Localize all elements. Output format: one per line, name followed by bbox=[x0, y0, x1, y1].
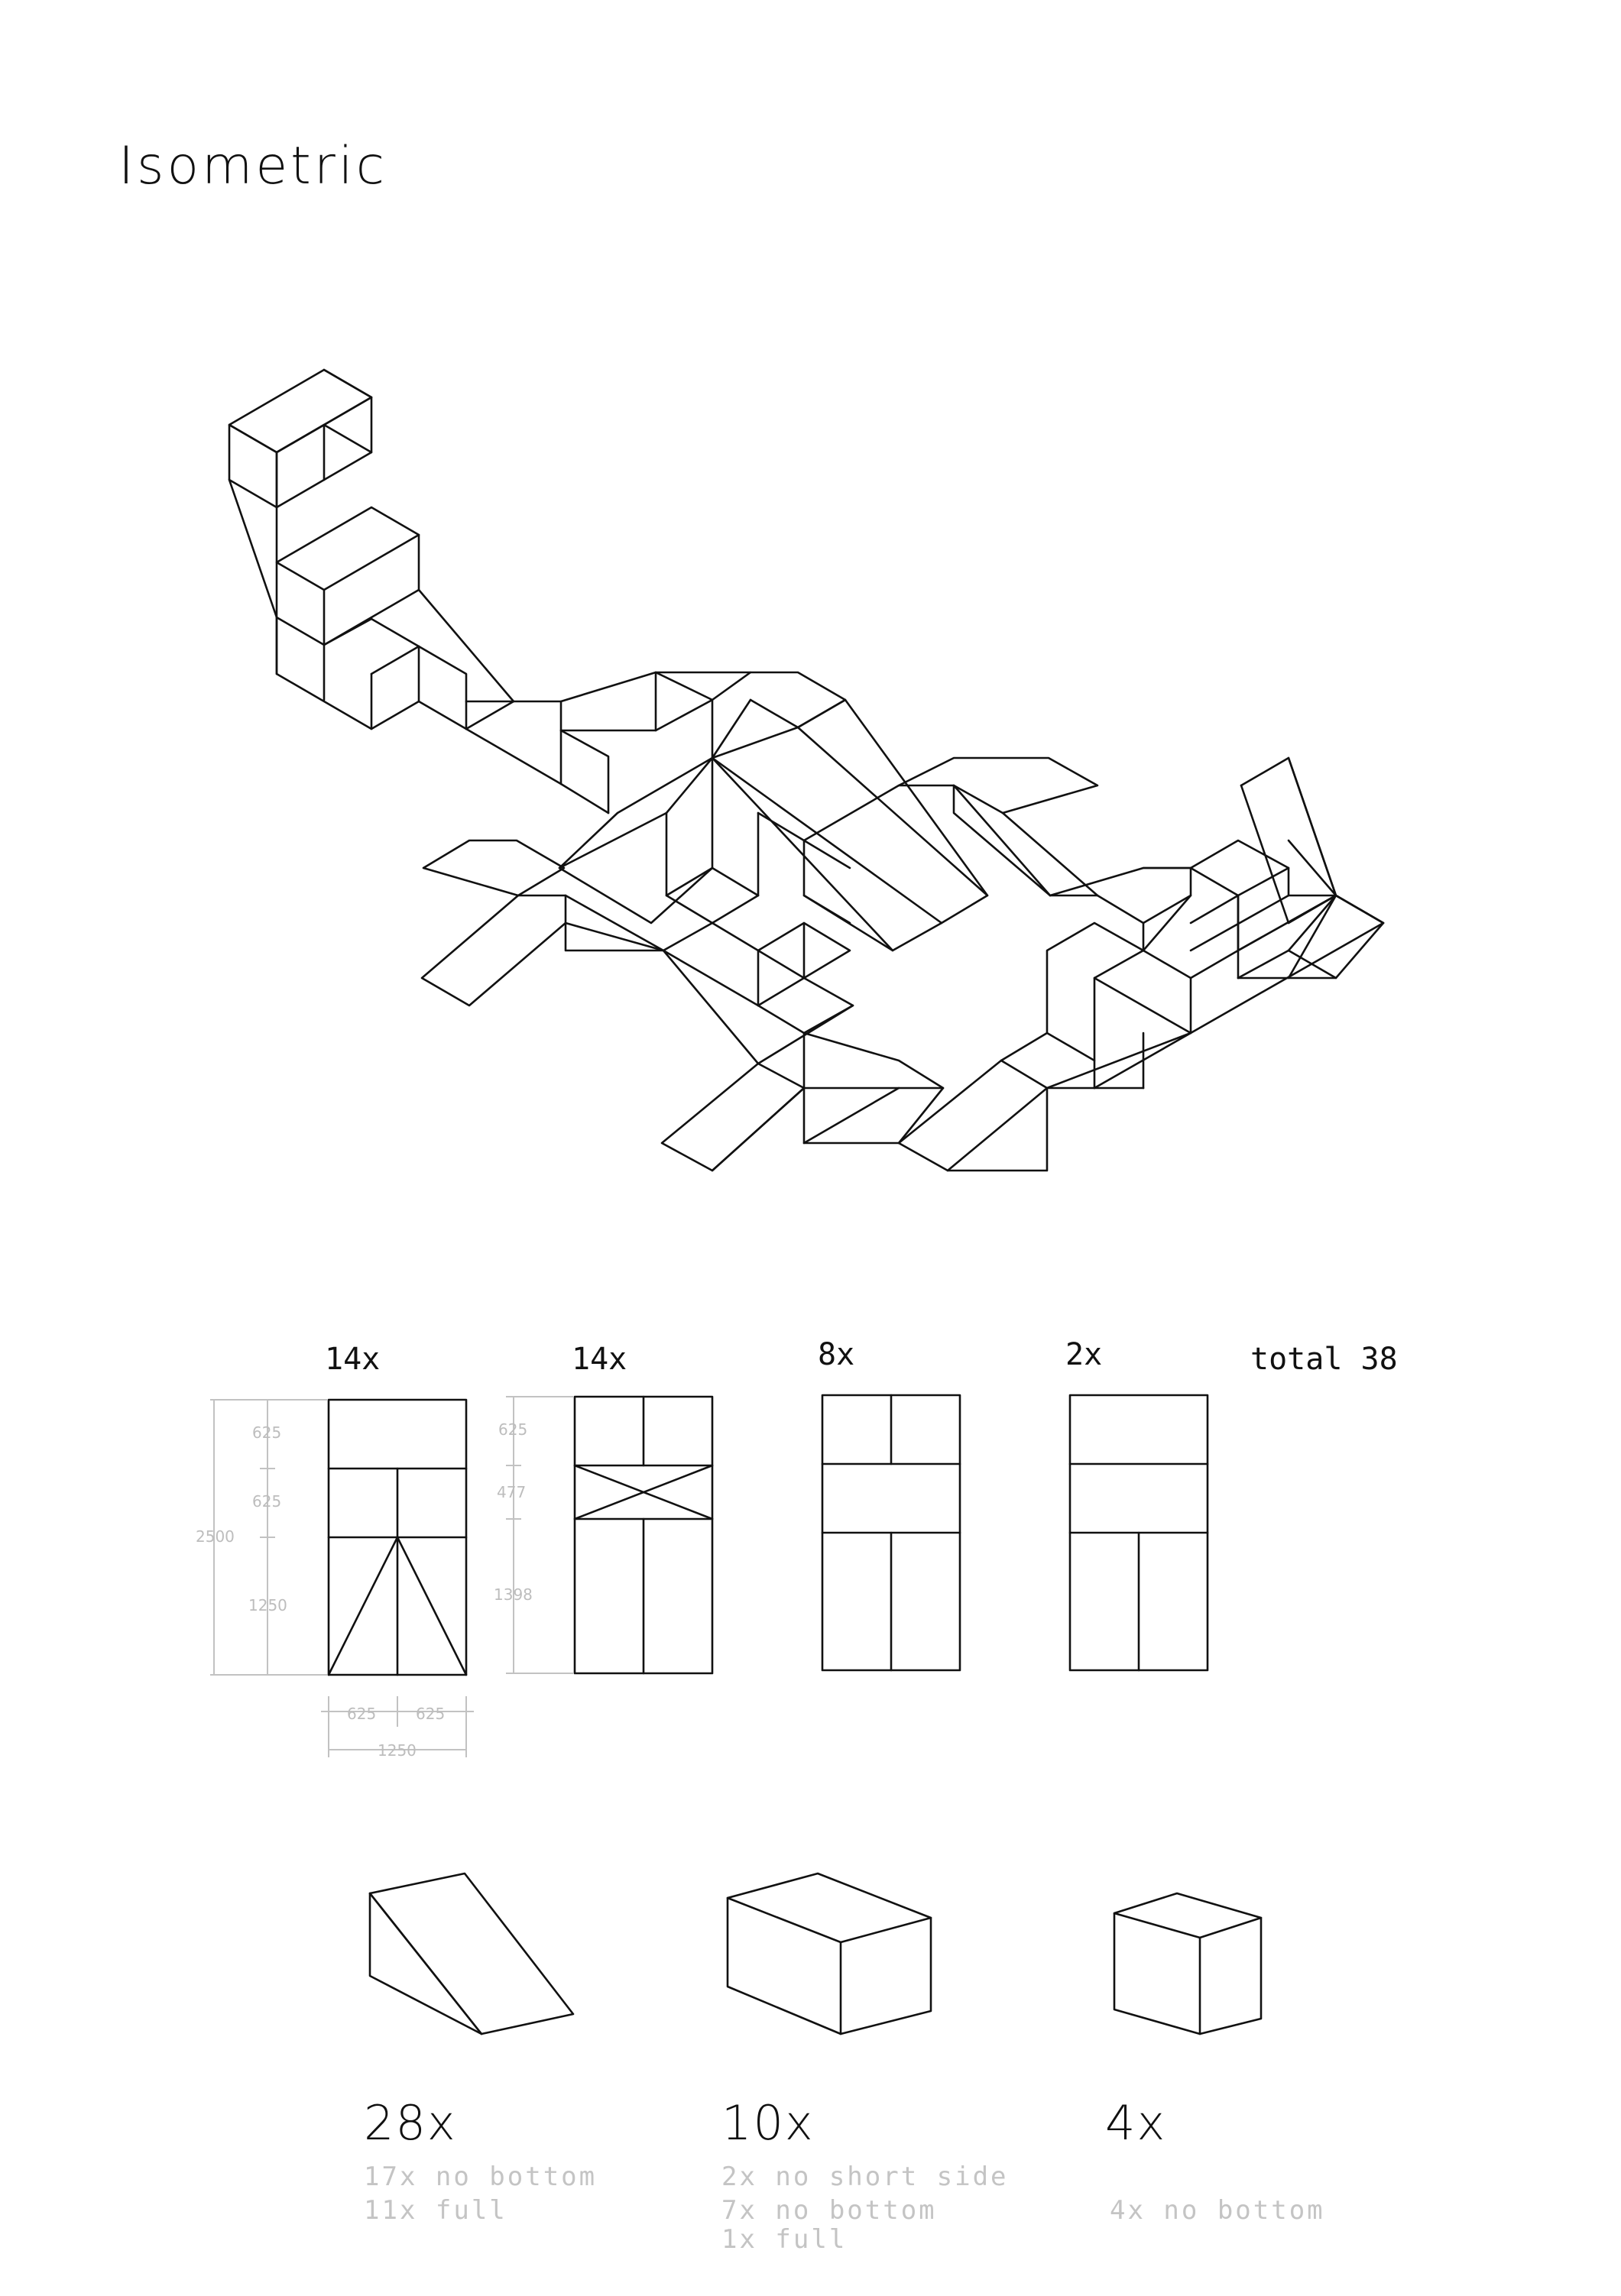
panel-1-count: 14x bbox=[325, 1342, 380, 1377]
dim-p1-total-width: 1250 bbox=[378, 1741, 417, 1760]
wedge-note-2: 11x full bbox=[364, 2195, 507, 2226]
panel-2 bbox=[573, 1395, 714, 1675]
box-note-1: 2x no short side bbox=[721, 2162, 1009, 2192]
panel-4-count: 2x bbox=[1065, 1337, 1102, 1372]
box-note-2: 7x no bottom bbox=[721, 2195, 937, 2226]
panel-3-count: 8x bbox=[818, 1337, 854, 1372]
panel-counts: 14x 14x 8x 2x total 38 bbox=[325, 1337, 1398, 1377]
central-ridge bbox=[465, 671, 989, 952]
panel-1 bbox=[327, 1398, 468, 1676]
dim-p1-h1: 625 bbox=[252, 1423, 281, 1442]
cube-count: 4x bbox=[1105, 2095, 1166, 2151]
right-fins bbox=[1189, 756, 1385, 980]
left-tower bbox=[228, 368, 515, 730]
dim-p1-w1: 625 bbox=[347, 1705, 376, 1723]
wedge-note-1: 17x no bottom bbox=[364, 2162, 597, 2192]
dim-p1-total-height: 2500 bbox=[196, 1527, 235, 1546]
panel-4 bbox=[1068, 1394, 1209, 1672]
dim-p2-h3: 1398 bbox=[494, 1585, 533, 1604]
panel-3 bbox=[821, 1394, 961, 1672]
isometric-assembly bbox=[228, 368, 1385, 1172]
dim-p1-h2: 625 bbox=[252, 1492, 281, 1511]
right-ramp bbox=[897, 894, 1385, 1172]
box-block-drawing bbox=[726, 1872, 932, 2035]
dimension-labels: 625 625 1250 2500 625 625 1250 625 477 1… bbox=[196, 1420, 533, 1760]
box-note-3: 1x full bbox=[721, 2224, 847, 2255]
dim-p2-h1: 625 bbox=[498, 1420, 527, 1439]
cube-block-drawing bbox=[1113, 1892, 1263, 2035]
wedge-count: 28x bbox=[364, 2095, 457, 2151]
page-title: Isometric bbox=[118, 136, 387, 196]
dim-p2-h2: 477 bbox=[497, 1483, 526, 1501]
dim-p1-h3: 1250 bbox=[248, 1596, 287, 1614]
cube-block-info: 4x 4x no bottom bbox=[1105, 2095, 1325, 2226]
lower-left-arm bbox=[420, 839, 851, 1065]
box-count: 10x bbox=[721, 2095, 815, 2151]
box-block-info: 10x 2x no short side 7x no bottom 1x ful… bbox=[721, 2095, 1009, 2255]
total-count: total 38 bbox=[1250, 1342, 1398, 1377]
lower-middle-arm bbox=[660, 976, 945, 1172]
wedge-block-drawing bbox=[368, 1872, 575, 2035]
wedge-block-info: 28x 17x no bottom 11x full bbox=[364, 2095, 597, 2226]
panel-2-count: 14x bbox=[572, 1342, 627, 1377]
dim-p1-w2: 625 bbox=[416, 1705, 445, 1723]
cube-note-1: 4x no bottom bbox=[1110, 2195, 1325, 2226]
dimension-lines bbox=[210, 1396, 573, 1757]
